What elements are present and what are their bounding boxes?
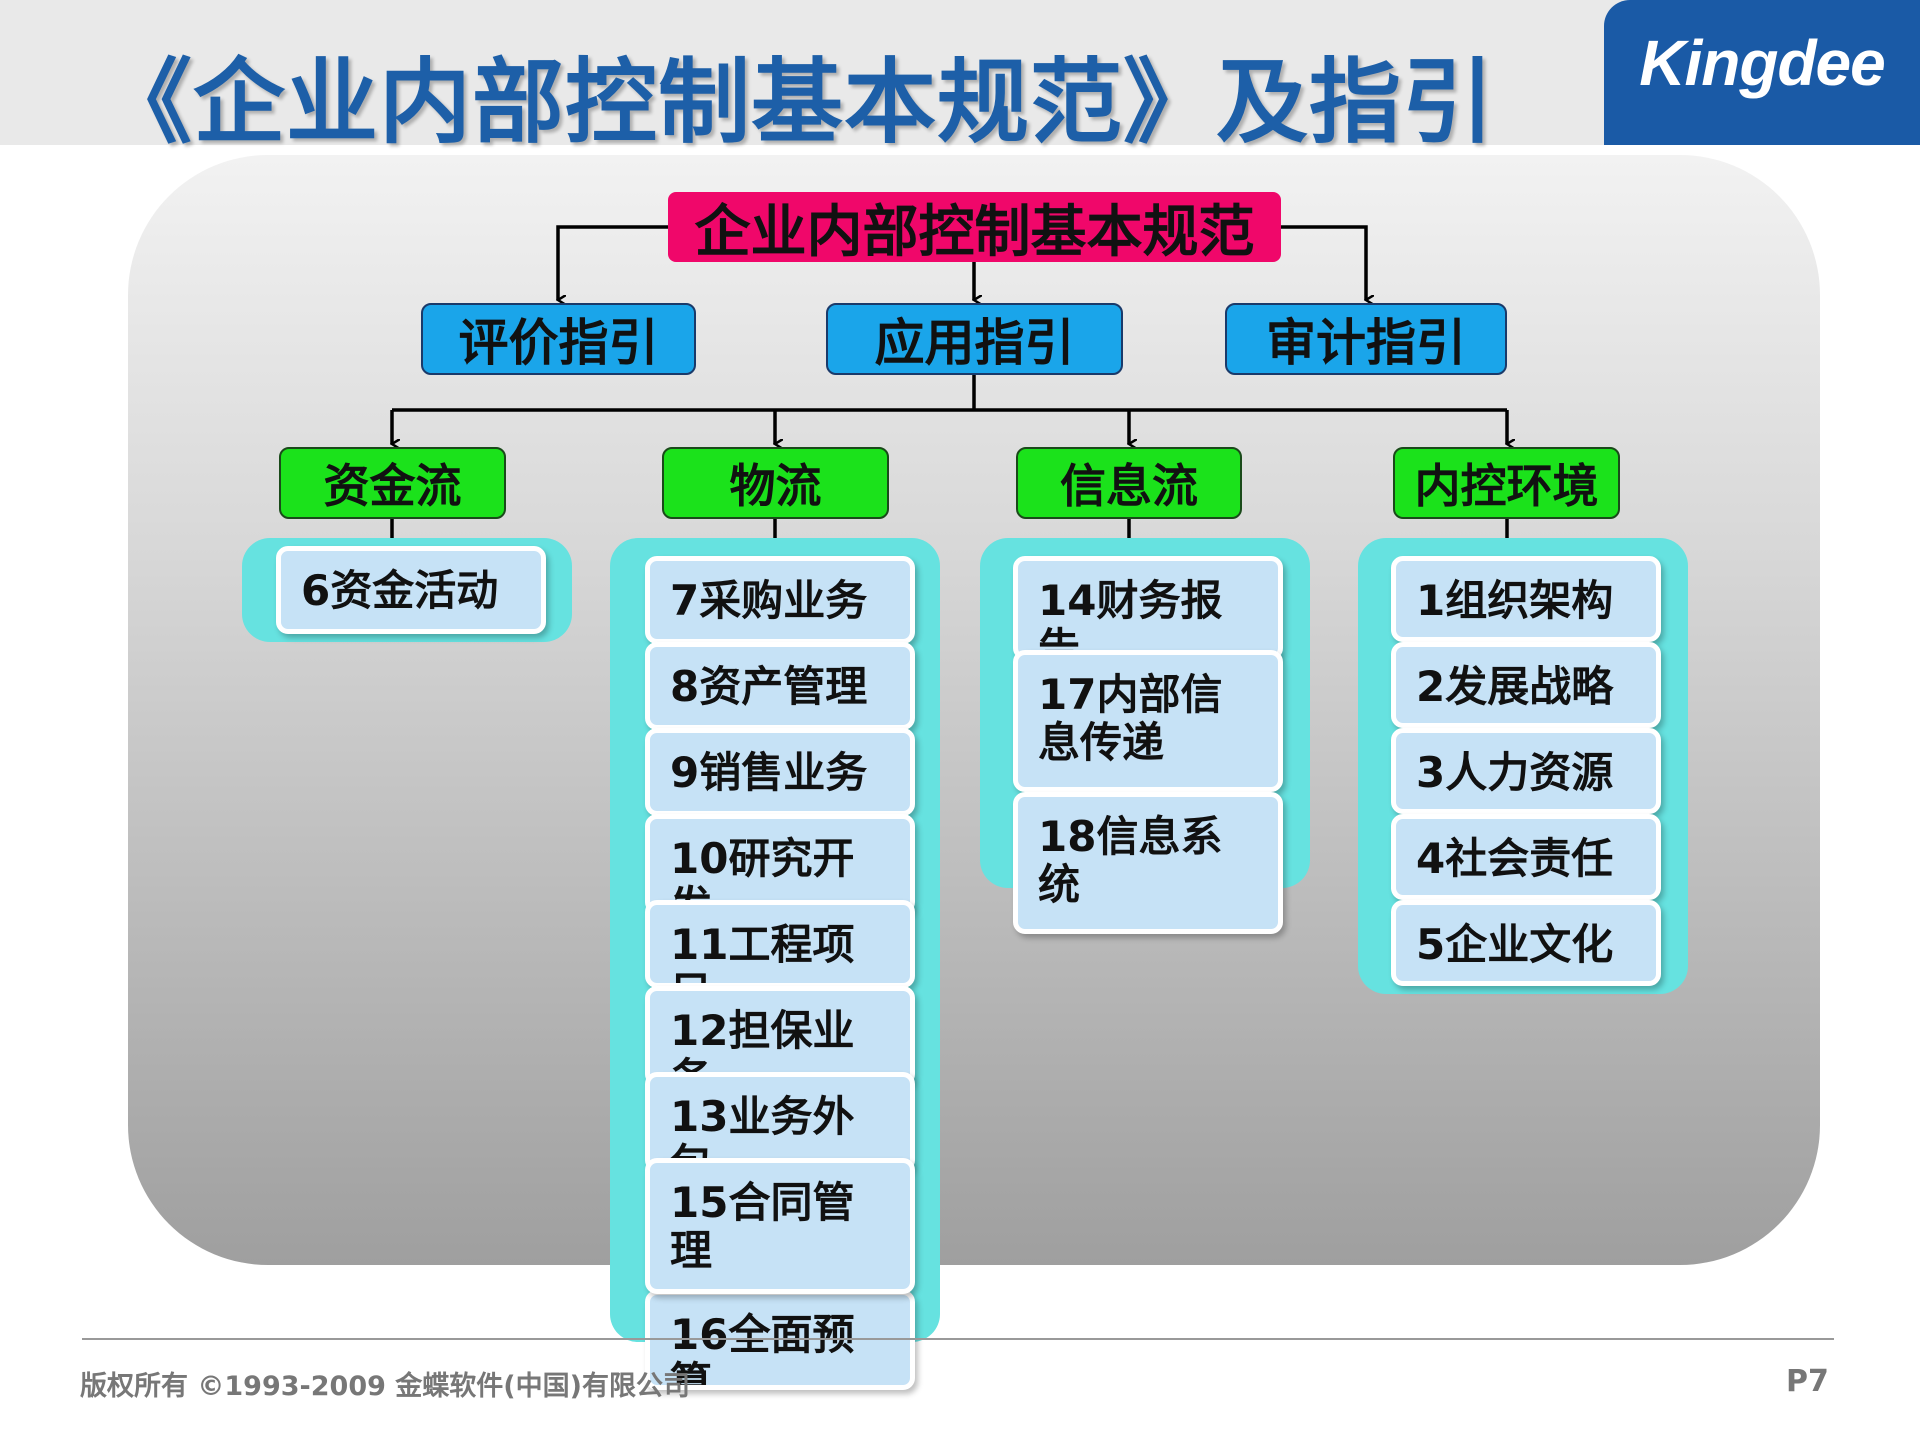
page-number: P7: [1786, 1364, 1829, 1399]
item-funds-activity: 6资金活动: [276, 546, 546, 634]
item-guarantee: 12担保业务: [645, 986, 915, 1086]
root-node: 企业内部控制基本规范: [668, 192, 1281, 265]
guide-audit: 审计指引: [1225, 303, 1507, 375]
item-research: 10研究开发: [645, 814, 915, 914]
item-outsourcing: 13业务外包: [645, 1072, 915, 1172]
item-asset-management: 8资产管理: [645, 642, 915, 730]
item-financial-report: 14财务报告: [1013, 556, 1283, 660]
copyright-text: 版权所有 ©1993-2009 金蝶软件(中国)有限公司: [80, 1371, 690, 1402]
item-strategy: 2发展战略: [1391, 642, 1661, 728]
category-funds: 资金流: [279, 447, 506, 519]
item-internal-information: 17内部信息传递: [1013, 650, 1283, 792]
item-corporate-culture: 5企业文化: [1391, 900, 1661, 986]
item-sales: 9销售业务: [645, 728, 915, 816]
item-organization: 1组织架构: [1391, 556, 1661, 642]
connector-root-audit: [1281, 225, 1366, 300]
category-information: 信息流: [1016, 447, 1242, 519]
connector-root-evaluation: [558, 225, 668, 300]
item-social-responsibility: 4社会责任: [1391, 814, 1661, 900]
item-information-system: 18信息系统: [1013, 792, 1283, 934]
item-contract: 15合同管理: [645, 1158, 915, 1294]
connector-application-bus: [392, 375, 1507, 412]
item-human-resources: 3人力资源: [1391, 728, 1661, 814]
kingdee-logo: Kingdee: [1604, 0, 1920, 145]
item-purchasing: 7采购业务: [645, 556, 915, 644]
item-engineering: 11工程项目: [645, 900, 915, 988]
header-bar: 《企业内部控制基本规范》及指引 Kingdee: [0, 0, 1920, 156]
page-title: 《企业内部控制基本规范》及指引: [100, 49, 1496, 156]
footer-divider: [82, 1338, 1834, 1340]
guide-evaluation: 评价指引: [421, 303, 696, 375]
logo-text: Kingdee: [1639, 27, 1885, 99]
item-budget: 16全面预算: [645, 1290, 915, 1390]
guide-application: 应用指引: [826, 303, 1123, 375]
category-environment: 内控环境: [1393, 447, 1620, 519]
category-logistics: 物流: [662, 447, 889, 519]
